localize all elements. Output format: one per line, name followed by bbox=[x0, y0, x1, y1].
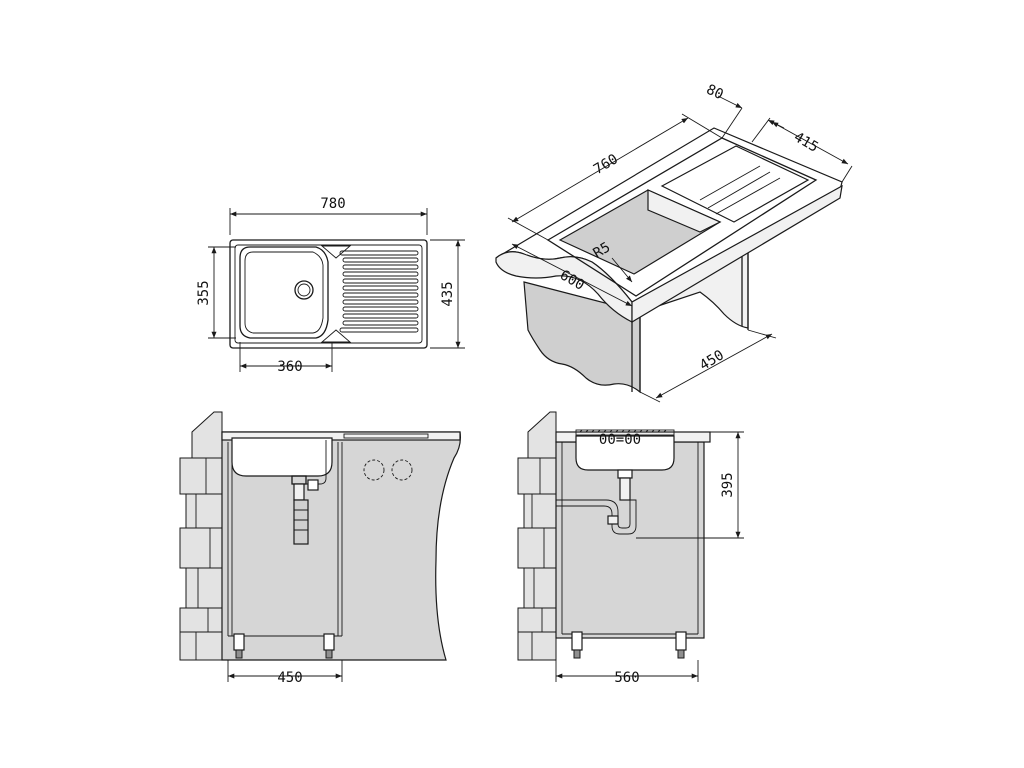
dim-435: 435 bbox=[440, 281, 456, 306]
dim-450-front: 450 bbox=[277, 670, 302, 686]
front-outlet-2 bbox=[391, 459, 413, 481]
front-counter bbox=[221, 431, 461, 441]
drainboard-ribs bbox=[339, 250, 419, 333]
dim-415: 415 bbox=[791, 129, 821, 156]
front-outlet-1 bbox=[363, 459, 385, 481]
dim-560: 560 bbox=[614, 670, 639, 686]
dim-355: 355 bbox=[196, 280, 212, 305]
sink-outline bbox=[229, 239, 428, 349]
front-drain-pipe bbox=[293, 499, 309, 545]
dim-780: 780 bbox=[320, 196, 345, 212]
front-view: 450 bbox=[179, 411, 461, 686]
front-brick-wall bbox=[179, 411, 223, 661]
isometric-view: 760 80 415 R5 600 450 bbox=[495, 82, 853, 403]
bowl-outline bbox=[239, 246, 329, 339]
side-view: 00=00 395 560 bbox=[517, 411, 744, 686]
front-bowl bbox=[231, 437, 333, 477]
top-view: 780 435 355 360 bbox=[196, 196, 465, 375]
side-bowl bbox=[575, 435, 675, 471]
dim-395: 395 bbox=[720, 472, 736, 497]
iso-cabinet-front bbox=[523, 281, 641, 394]
dim-80: 80 bbox=[704, 82, 726, 104]
front-cabinet bbox=[221, 431, 461, 661]
dim-360: 360 bbox=[277, 359, 302, 375]
side-brick-wall bbox=[517, 411, 557, 661]
dim-760: 760 bbox=[591, 151, 621, 178]
dim-450-iso: 450 bbox=[697, 347, 727, 374]
svg-text:00=00: 00=00 bbox=[599, 432, 641, 448]
iso-drainboard bbox=[660, 145, 810, 223]
drain-hole bbox=[294, 280, 314, 300]
